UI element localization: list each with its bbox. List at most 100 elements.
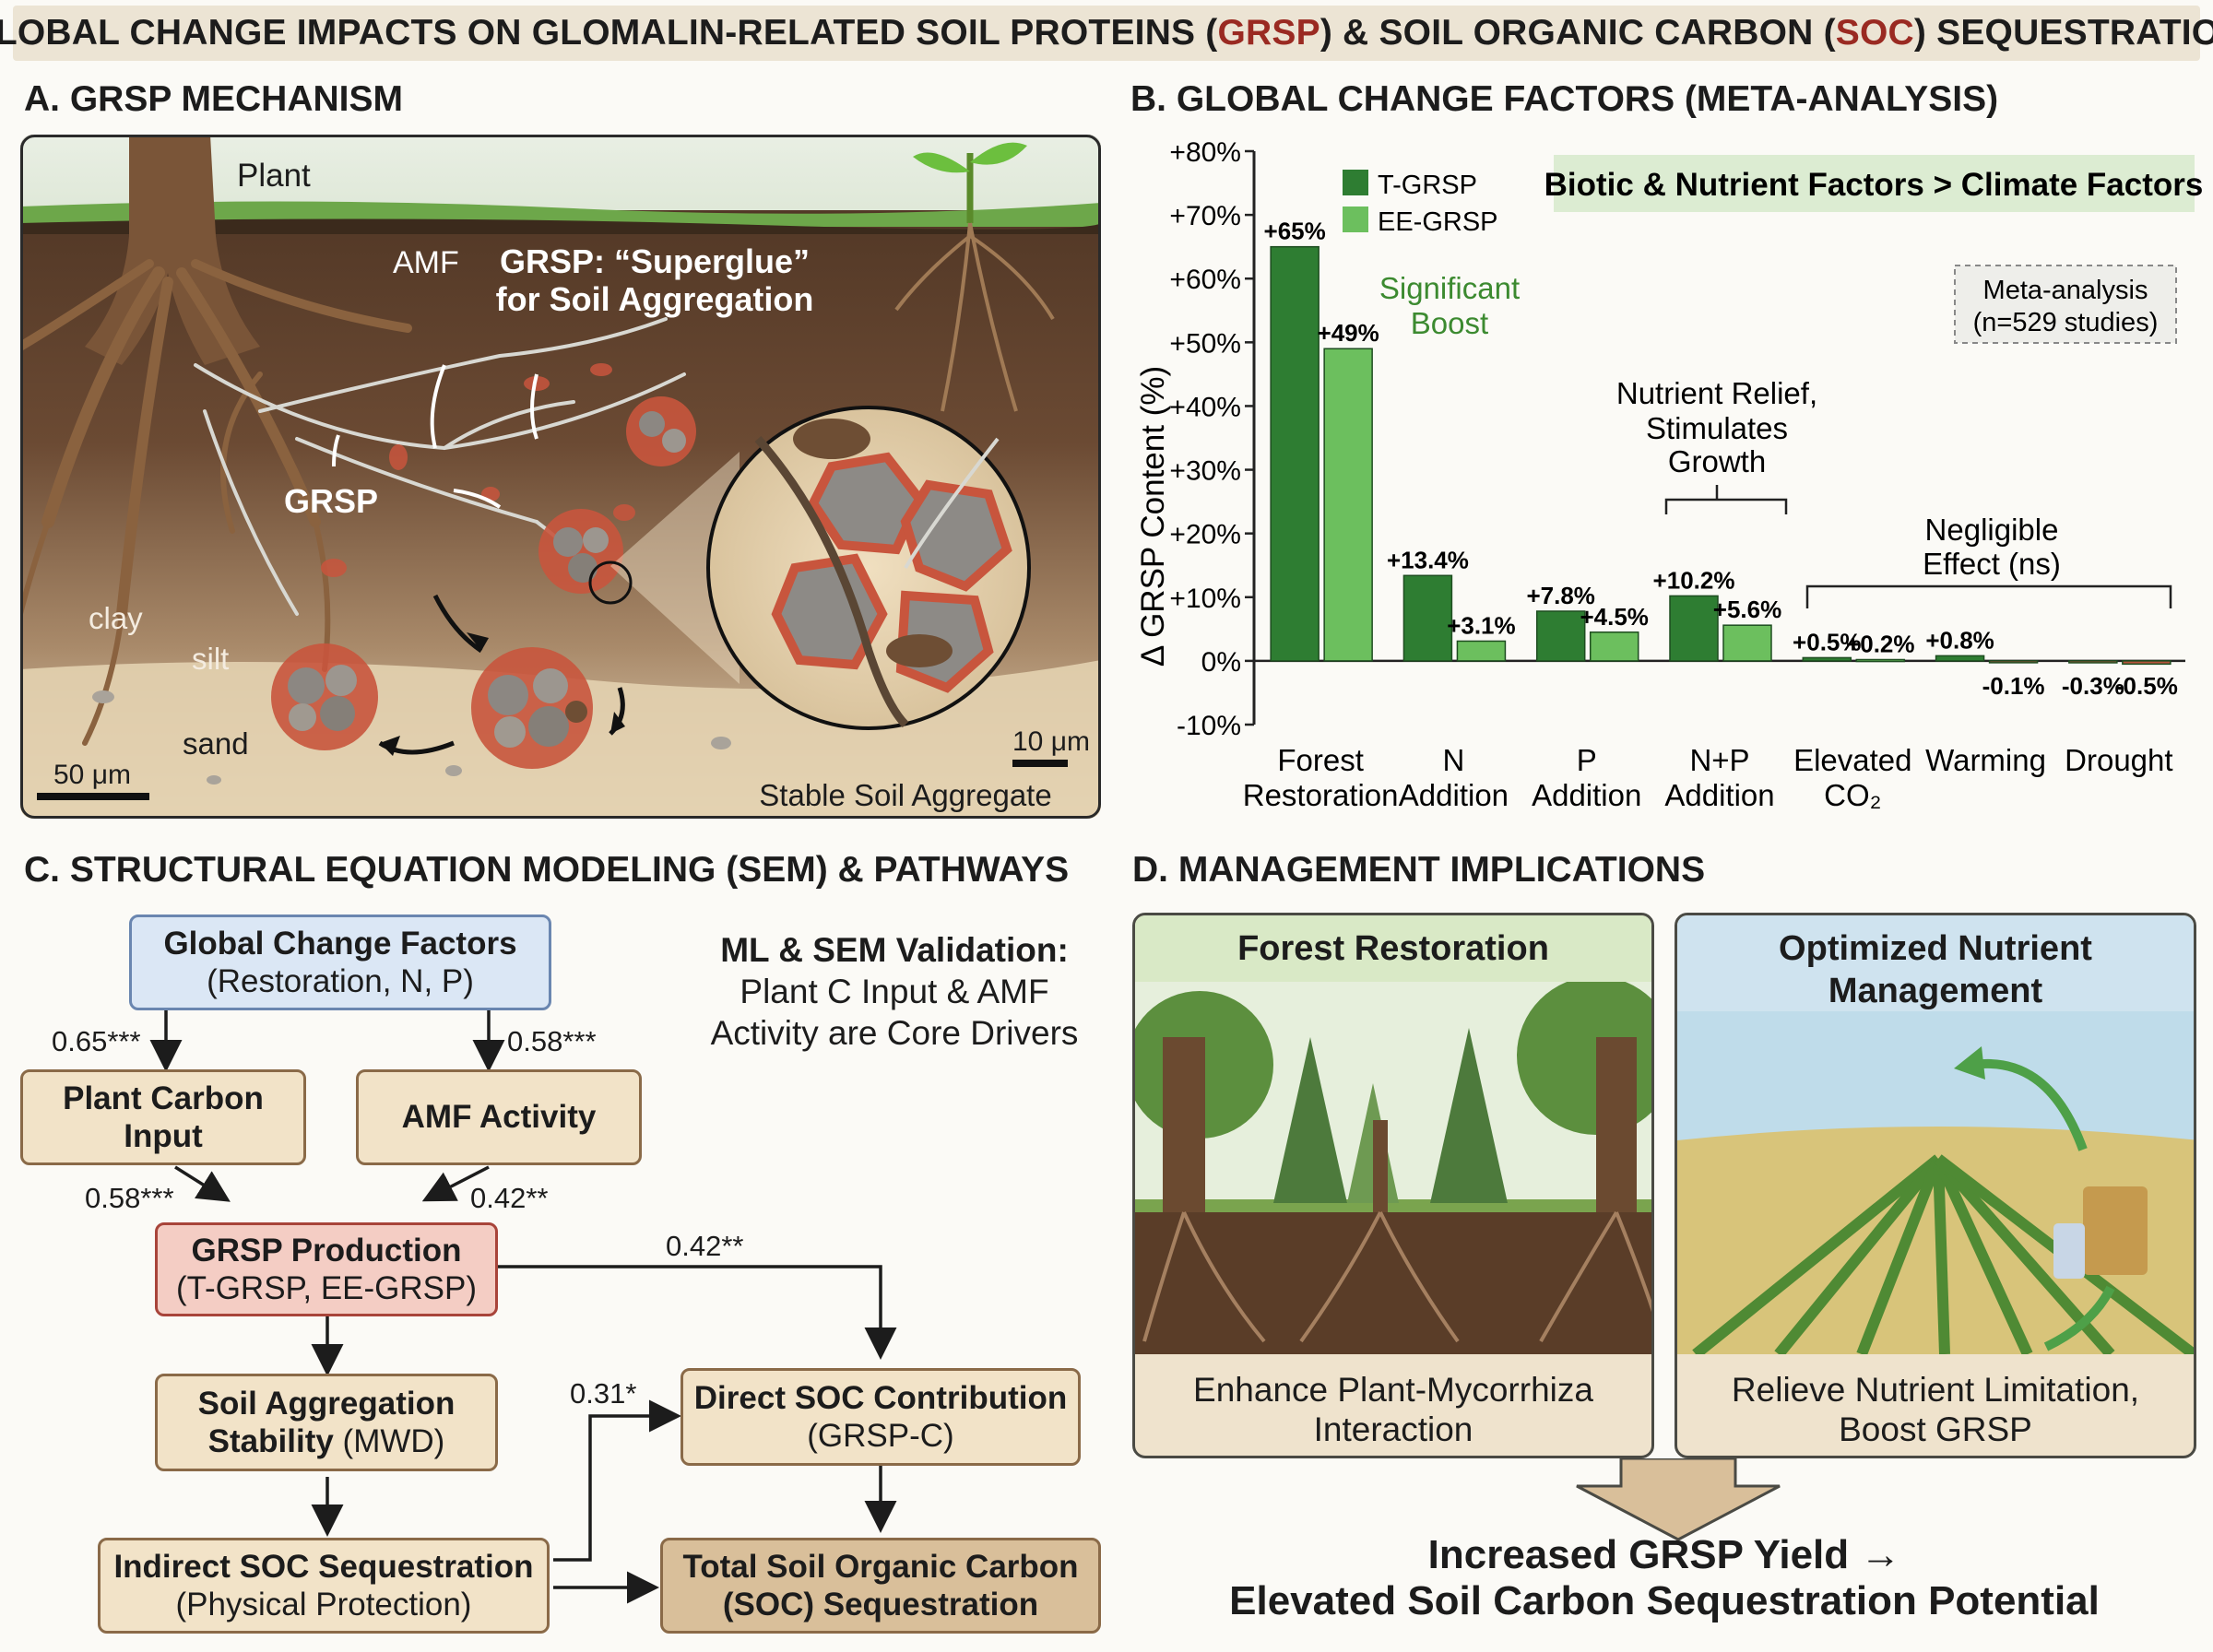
- bar-ee-grsp: [1855, 658, 1906, 663]
- legend-label-ee-grsp: EE-GRSP: [1378, 207, 1498, 237]
- node-indirect-title: Indirect SOC Sequestration: [113, 1548, 534, 1585]
- annotation-negligible-1: Negligible: [1925, 513, 2059, 547]
- arrow-amf-grsp: [421, 1165, 490, 1202]
- title-soc: SOC: [1835, 13, 1914, 53]
- soil-aggregates: [271, 396, 696, 769]
- node-total-title: Total Soil Organic Carbon: [682, 1548, 1079, 1585]
- node-grsp-production: GRSP Production (T-GRSP, EE-GRSP): [155, 1222, 498, 1316]
- coef-grsp-direct: 0.42**: [666, 1230, 744, 1262]
- node-direct-title: Direct SOC Contribution: [693, 1379, 1068, 1416]
- x-tick-label: Elevated: [1793, 743, 1911, 777]
- y-tick-label: +80%: [1169, 137, 1241, 168]
- forest-caption: Enhance Plant-Mycorrhiza Interaction: [1135, 1371, 1651, 1449]
- forest-illustration: [1135, 982, 1651, 1354]
- panel-c-heading: C. STRUCTURAL EQUATION MODELING (SEM) & …: [24, 850, 1070, 890]
- x-tick-label: Addition: [1532, 778, 1641, 812]
- zoom-origin-circle: [588, 560, 633, 605]
- grsp-deposits: [321, 363, 635, 577]
- title-text-1: GLOBAL CHANGE IMPACTS ON GLOMALIN-RELATE…: [0, 13, 1218, 53]
- panel-d-heading: D. MANAGEMENT IMPLICATIONS: [1132, 850, 1706, 890]
- x-tick-label: Restoration: [1243, 778, 1399, 812]
- node-direct-soc: Direct SOC Contribution (GRSP-C): [680, 1368, 1081, 1466]
- validation-line-1: ML & SEM Validation:: [720, 931, 1069, 969]
- label-scale-50: 50 μm: [53, 760, 131, 790]
- x-tick-label: P: [1577, 743, 1597, 777]
- bar-t-grsp: [1669, 595, 1719, 662]
- label-clay: clay: [89, 601, 143, 635]
- legend-swatch-ee-grsp: [1343, 206, 1368, 232]
- arrow-indirect-direct: [553, 1399, 681, 1562]
- grsp-bar-chart: Biotic & Nutrient Factors > Climate Fact…: [1135, 137, 2203, 812]
- bar-value-label: +4.5%: [1580, 603, 1648, 631]
- y-tick-label: 0%: [1201, 647, 1241, 678]
- bar-value-label: -0.1%: [1982, 672, 2045, 700]
- chart-banner-bg: [1554, 155, 2195, 212]
- nutrient-caption: Relieve Nutrient Limitation, Boost GRSP: [1677, 1371, 2194, 1449]
- legend-label-t-grsp: T-GRSP: [1378, 171, 1477, 200]
- node-total-sub: (SOC) Sequestration: [722, 1587, 1039, 1622]
- annotation-boost-2: Boost: [1411, 306, 1488, 340]
- tree-trunk: [85, 135, 260, 365]
- label-superglue-2: for Soil Aggregation: [496, 280, 814, 318]
- nutrient-title-1: Optimized Nutrient: [1779, 929, 2092, 968]
- grsp-mechanism-illustration: Plant AMF GRSP: “Superglue” for Soil Agg…: [20, 135, 1101, 819]
- node-plant-title-1: Plant Carbon: [63, 1080, 264, 1116]
- node-direct-sub: (GRSP-C): [807, 1418, 954, 1454]
- annotation-relief-1: Nutrient Relief,: [1616, 376, 1817, 410]
- seedling: [894, 142, 1055, 412]
- node-agg-stability: Stability: [207, 1423, 334, 1459]
- bar-value-label: -0.5%: [2115, 672, 2178, 700]
- x-tick-label: Warming: [1925, 743, 2046, 777]
- sem-validation-note: ML & SEM Validation: Plant C Input & AMF…: [673, 929, 1116, 1054]
- outcome-arrow: [1576, 1458, 1781, 1541]
- bar-value-label: +5.6%: [1713, 596, 1781, 623]
- x-tick-label: N: [1443, 743, 1465, 777]
- bar-t-grsp: [2068, 660, 2118, 664]
- x-tick-label: N+P: [1689, 743, 1749, 777]
- arrow-grsp-direct: [498, 1265, 897, 1360]
- y-tick-label: -10%: [1177, 711, 1241, 741]
- x-tick-label: Forest: [1277, 743, 1364, 777]
- node-amf-activity: AMF Activity: [356, 1069, 642, 1165]
- label-silt: silt: [192, 642, 229, 676]
- coef-gcf-amf: 0.58***: [507, 1025, 597, 1057]
- label-superglue-1: GRSP: “Superglue”: [500, 242, 810, 280]
- bar-value-label: -0.3%: [2062, 672, 2124, 700]
- node-agg-mwd: (MWD): [333, 1423, 445, 1459]
- bar-t-grsp: [1935, 655, 1985, 662]
- title-text-3: ) SEQUESTRATION: [1913, 13, 2213, 53]
- validation-line-3: Activity are Core Drivers: [710, 1014, 1079, 1053]
- scale-bar-10: [1012, 760, 1068, 767]
- bar-value-label: +0.2%: [1846, 631, 1914, 658]
- node-grsp-sub: (T-GRSP, EE-GRSP): [175, 1270, 478, 1306]
- bar-t-grsp: [1402, 574, 1453, 662]
- bar-ee-grsp: [1589, 631, 1639, 662]
- bar-value-label: +13.4%: [1387, 546, 1469, 573]
- y-tick-label: +30%: [1169, 456, 1241, 487]
- bar-ee-grsp: [1722, 624, 1772, 662]
- y-tick-label: +10%: [1169, 584, 1241, 614]
- y-axis: -10%0%+10%+20%+30%+40%+50%+60%+70%+80%: [1169, 137, 2185, 741]
- x-tick-label: Addition: [1664, 778, 1774, 812]
- outcome-line-2: Elevated Soil Carbon Sequestration Poten…: [1229, 1578, 2100, 1624]
- bar-t-grsp: [1270, 245, 1320, 662]
- panel-b-heading: B. GLOBAL CHANGE FACTORS (META-ANALYSIS): [1130, 79, 1999, 119]
- tree-roots: [20, 259, 412, 746]
- coef-amf-grsp: 0.42**: [470, 1182, 549, 1214]
- node-gcf-title: Global Change Factors: [163, 925, 517, 962]
- bar-value-label: +0.5%: [1793, 628, 1861, 655]
- nutrient-caption-2: Boost GRSP: [1839, 1410, 2032, 1448]
- bar-ee-grsp: [1988, 660, 2039, 664]
- node-total-soc: Total Soil Organic Carbon (SOC) Sequestr…: [660, 1538, 1101, 1634]
- zoom-circle: [706, 406, 1031, 730]
- negligible-bracket: [1805, 584, 2172, 608]
- bar-value-label: +10.2%: [1653, 566, 1735, 594]
- main-title: GLOBAL CHANGE IMPACTS ON GLOMALIN-RELATE…: [0, 6, 2213, 61]
- bar-t-grsp: [1802, 656, 1852, 662]
- node-plant-carbon-input: Plant Carbon Input: [20, 1069, 306, 1165]
- node-gcf-sub: (Restoration, N, P): [207, 963, 474, 999]
- node-global-change-factors: Global Change Factors (Restoration, N, P…: [129, 914, 551, 1010]
- forest-caption-1: Enhance Plant-Mycorrhiza: [1193, 1371, 1593, 1409]
- bar-ee-grsp: [1456, 640, 1507, 662]
- x-tick-label: CO₂: [1824, 778, 1881, 812]
